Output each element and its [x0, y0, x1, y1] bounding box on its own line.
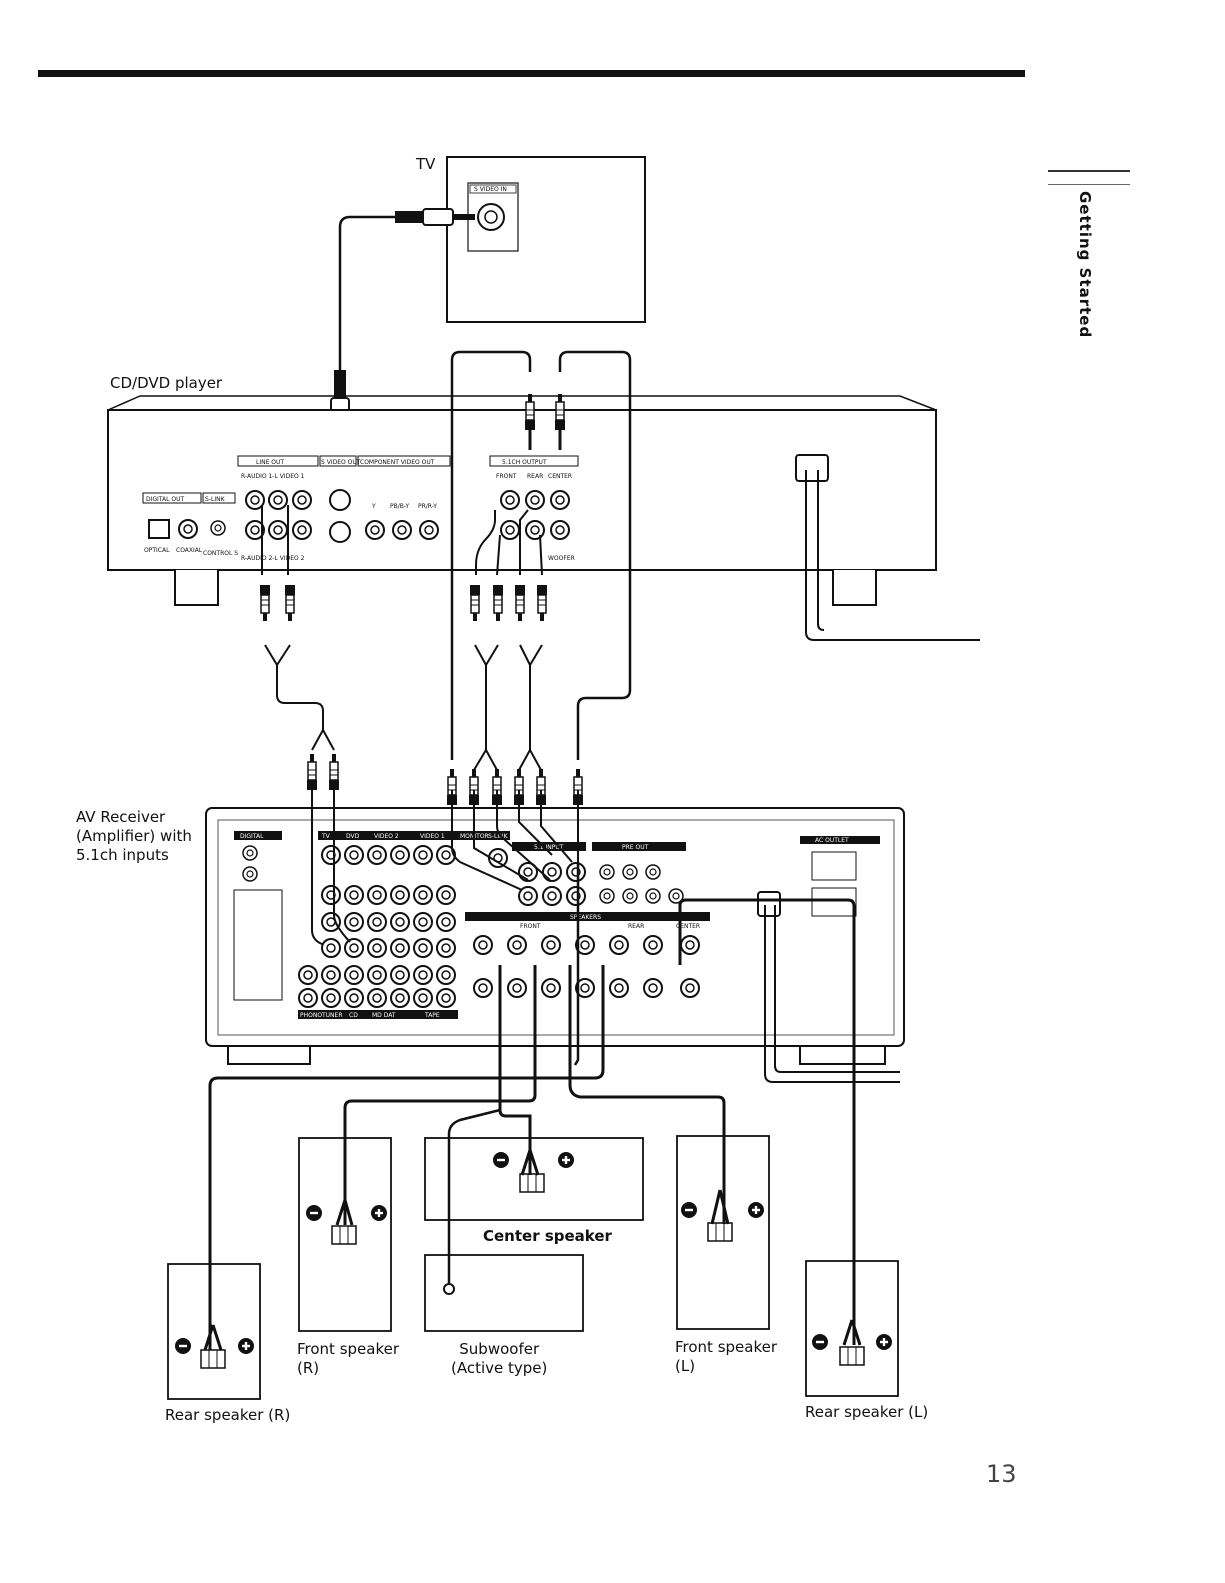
ch-input-label: 5.1 INPUT: [534, 844, 564, 851]
coaxial-label: COAXIAL: [176, 547, 203, 554]
input-video2-label: VIDEO 2: [374, 833, 399, 840]
input-tape-label: TAPE: [424, 1012, 440, 1019]
front-l-out-jack: [500, 490, 520, 510]
av-receiver: DIGITAL TV DVD VIDEO 2 VIDEO 1 MONITOR S…: [205, 807, 905, 1083]
optical-out-jack: [148, 519, 170, 539]
header-rule: [38, 70, 1025, 77]
rca-plug-rear-l-out: [514, 584, 526, 622]
control-s-jack: [210, 520, 226, 536]
woofer-out-label: WOOFER: [548, 555, 575, 562]
subwoofer-cable: [447, 862, 580, 1284]
rca-plug-front-r-out: [492, 584, 504, 622]
speakers-rear-label: REAR: [628, 923, 644, 930]
speakers-center-label: CENTER: [676, 923, 700, 930]
tv-svideo-in-label: S VIDEO IN: [474, 186, 507, 193]
subwoofer: [424, 1254, 584, 1332]
rca-plug-audio-l-player: [284, 584, 296, 622]
pre-out-label: PRE OUT: [622, 844, 649, 851]
rear-out-label: REAR: [527, 473, 543, 480]
speaker-wires: [203, 898, 862, 1351]
input-tv-label: TV: [321, 833, 331, 840]
digital-out-label: DIGITAL OUT: [146, 496, 184, 503]
tv-device: S VIDEO IN: [446, 156, 646, 323]
front-rear-cables: [473, 509, 543, 771]
rear-speaker-r-label: Rear speaker (R): [165, 1406, 291, 1424]
speakers-label: SPEAKERS: [570, 914, 601, 921]
front-speaker-r-label: Front speaker (R): [297, 1340, 400, 1377]
rear-speaker-l: [805, 1260, 899, 1397]
input-video1-label: VIDEO 1: [420, 833, 445, 840]
section-tab-rule: [1048, 170, 1130, 185]
rca-plug-audio-l-receiver: [328, 753, 340, 791]
audio-l-1-jack: [268, 490, 288, 510]
center-out-jack: [550, 490, 570, 510]
s-link-label: S-LINK: [205, 496, 226, 503]
rca-plug-audio-r-receiver: [306, 753, 318, 791]
input-s-link-label: S-LINK: [488, 833, 509, 840]
front-r-out-jack: [500, 520, 520, 540]
ac-outlet-label: AC OUTLET: [815, 837, 849, 844]
receiver-input-wiring: [311, 790, 579, 945]
input-tuner-label: TUNER: [321, 1012, 343, 1019]
subwoofer-label: Subwoofer (Active type): [451, 1340, 548, 1377]
player-label: CD/DVD player: [110, 374, 223, 392]
svideo-plug-tv: [395, 208, 475, 226]
input-dvd-label: DVD: [346, 833, 360, 840]
rca-plug-audio-r-player: [259, 584, 271, 622]
rca-plug-center-out: [524, 393, 536, 431]
component-y-jack: [365, 520, 385, 540]
rear-l-out-jack: [525, 490, 545, 510]
audio-video-2-label: R-AUDIO 2-L VIDEO 2: [241, 555, 305, 562]
front-out-label: FRONT: [496, 473, 517, 480]
rca-plug-front-l-out: [469, 584, 481, 622]
input-md-dat-label: MD DAT: [372, 1012, 396, 1019]
cd-dvd-player: DIGITAL OUT OPTICAL COAXIAL S-LINK CONTR…: [107, 395, 980, 641]
audio-video-1-label: R-AUDIO 1-L VIDEO 1: [241, 473, 305, 480]
coaxial-out-jack: [178, 519, 198, 539]
rear-r-out-jack: [525, 520, 545, 540]
s-video-out-label: S VIDEO OUT: [321, 459, 361, 466]
tv-label: TV: [416, 155, 436, 173]
component-pr-jack: [419, 520, 439, 540]
component-pb-jack: [392, 520, 412, 540]
ch-output-cables: [450, 350, 632, 760]
component-pr-label: PR/R-Y: [418, 503, 437, 510]
audio-cable-pair: [261, 505, 335, 751]
control-s-label: CONTROL S: [203, 550, 238, 557]
optical-label: OPTICAL: [144, 547, 170, 554]
rear-speaker-r: [167, 1263, 261, 1400]
video-1-jack: [292, 490, 312, 510]
input-phono-label: PHONO: [300, 1012, 322, 1019]
video-2-jack: [292, 520, 312, 540]
svideo-out-1-jack: [329, 489, 351, 511]
center-speaker-label: Center speaker: [483, 1227, 612, 1245]
rear-speaker-l-label: Rear speaker (L): [805, 1403, 929, 1421]
receiver-label: AV Receiver (Amplifier) with 5.1ch input…: [76, 808, 192, 864]
tv-svideo-jack: [477, 203, 505, 231]
woofer-out-jack: [550, 520, 570, 540]
center-out-label: CENTER: [548, 473, 572, 480]
component-out-label: COMPONENT VIDEO OUT: [360, 459, 435, 466]
rca-plug-rear-r-out: [536, 584, 548, 622]
center-speaker: [424, 1137, 644, 1221]
page-number: 13: [986, 1460, 1017, 1488]
audio-l-2-jack: [268, 520, 288, 540]
line-out-label: LINE OUT: [256, 459, 284, 466]
ch-output-label: 5.1CH OUTPUT: [502, 459, 547, 466]
component-pb-label: PB/B-Y: [390, 503, 409, 510]
svideo-out-2-jack: [329, 521, 351, 543]
speakers-front-label: FRONT: [520, 923, 541, 930]
rca-plug-woofer-out: [554, 393, 566, 431]
digital-in-label: DIGITAL: [240, 833, 264, 840]
svideo-cable: [338, 215, 422, 375]
component-y-label: Y: [371, 503, 376, 510]
front-speaker-l-label: Front speaker (L): [675, 1338, 778, 1375]
input-cd-label: CD: [349, 1012, 358, 1019]
